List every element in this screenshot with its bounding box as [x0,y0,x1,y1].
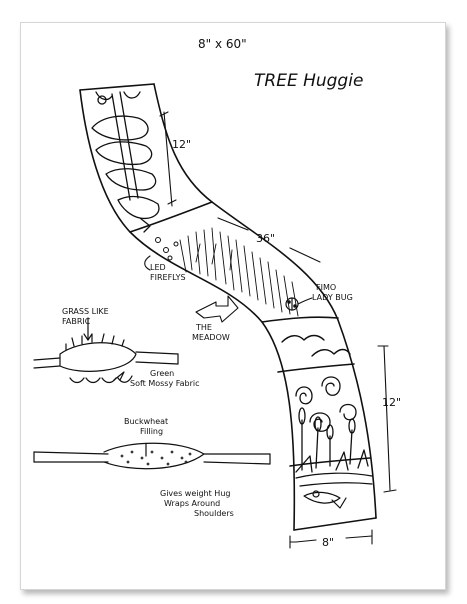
gives-weight-label-line3: Shoulders [194,509,234,518]
the-meadow-label-line1: THE [195,323,212,332]
buckwheat-label-line2: Filling [140,427,163,436]
buckwheat-label-line1: Buckwheat [124,417,168,426]
grasslike-label-line1: GRASS LIKE [62,307,109,316]
led-label-line2: FIREFLYS [150,273,186,282]
birds-drawing [281,334,351,357]
swirl-drawing [295,376,357,432]
ladybug-icon [285,297,299,311]
fimo-label-line1: FIMO [316,283,336,292]
the-meadow-label-line2: MEADOW [192,333,230,342]
led-label-line1: LED [150,263,166,272]
gives-weight-label-line2: Wraps Around [164,499,220,508]
cattails-drawing [295,407,369,473]
dimension-12-lower-label: 12" [382,396,401,409]
size-top-label: 8" x 60" [198,37,247,51]
gives-weight-label-line1: Gives weight Hug [160,489,230,498]
pond-drawing [295,472,373,509]
green-label-line2: Soft Mossy Fabric [130,379,200,388]
dimension-12-upper-label: 12" [172,138,191,151]
leader-lines [144,255,313,323]
grass-fabric-section [33,317,179,384]
dimension-36-label: 36" [256,232,275,245]
tree-trunk-drawing [91,91,160,233]
buckwheat-section [33,442,271,470]
strip-outline [79,83,377,531]
title-label: TREE Huggie [254,71,363,91]
firefly-dots [155,237,179,261]
green-label-line1: Green [150,369,174,378]
dimension-8-label: 8" [322,536,334,549]
meadow-grass [179,227,299,317]
grasslike-label-line2: FABRIC [62,317,91,326]
fimo-label-line2: LADY BUG [312,293,353,302]
dimension-lines [159,111,397,549]
